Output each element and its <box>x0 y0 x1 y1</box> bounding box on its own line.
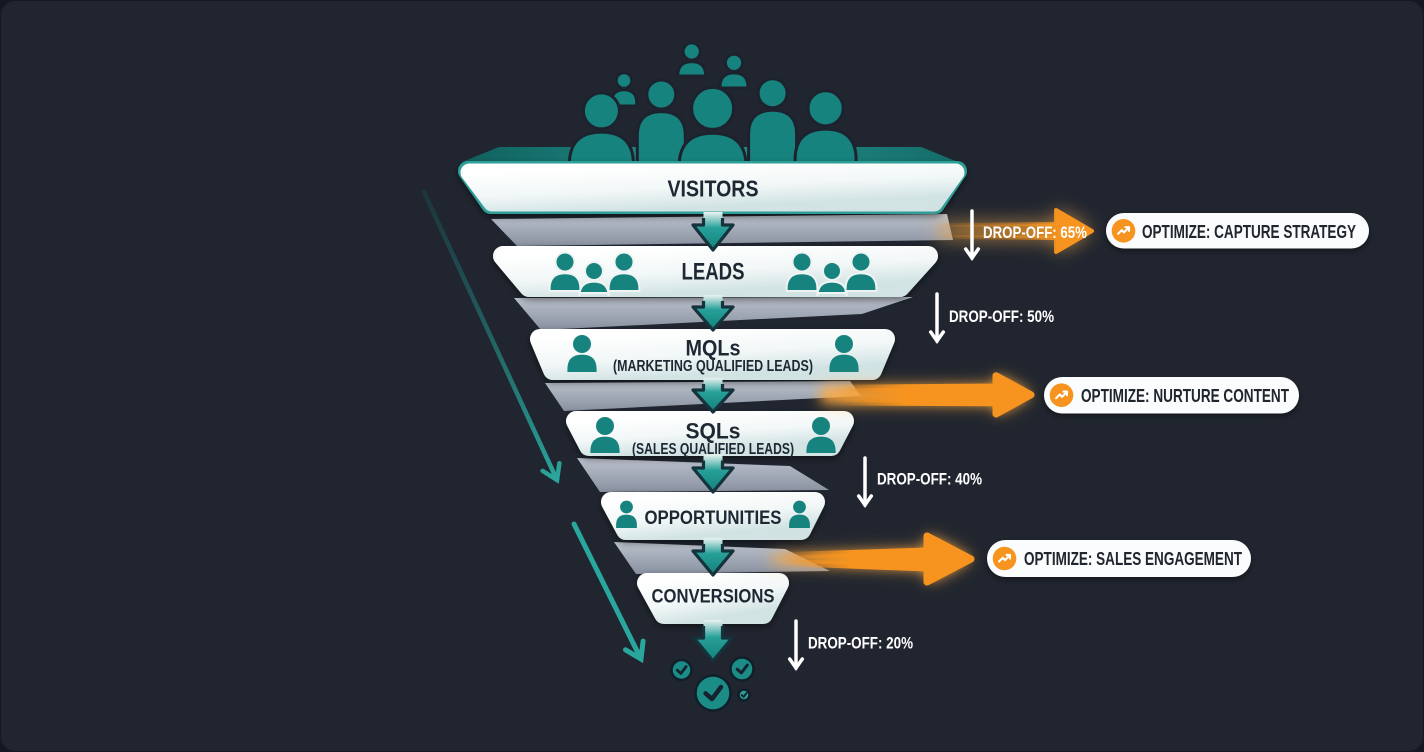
svg-text:(MARKETING QUALIFIED LEADS): (MARKETING QUALIFIED LEADS) <box>613 358 813 375</box>
svg-text:DROP-OFF: 65%: DROP-OFF: 65% <box>983 224 1087 242</box>
svg-text:OPTIMIZE: SALES ENGAGEMENT: OPTIMIZE: SALES ENGAGEMENT <box>1024 548 1243 569</box>
svg-text:OPTIMIZE: CAPTURE STRATEGY: OPTIMIZE: CAPTURE STRATEGY <box>1142 221 1356 242</box>
svg-text:CONVERSIONS: CONVERSIONS <box>652 587 775 608</box>
svg-text:DROP-OFF: 50%: DROP-OFF: 50% <box>949 308 1054 326</box>
svg-text:(SALES QUALIFIED LEADS): (SALES QUALIFIED LEADS) <box>632 441 794 458</box>
svg-text:VISITORS: VISITORS <box>668 176 759 202</box>
svg-text:DROP-OFF: 20%: DROP-OFF: 20% <box>808 635 913 653</box>
svg-text:DROP-OFF: 40%: DROP-OFF: 40% <box>877 471 982 489</box>
svg-text:SQLs: SQLs <box>686 419 741 444</box>
svg-text:OPPORTUNITIES: OPPORTUNITIES <box>645 507 782 529</box>
svg-text:LEADS: LEADS <box>682 259 745 286</box>
svg-text:OPTIMIZE: NURTURE CONTENT: OPTIMIZE: NURTURE CONTENT <box>1081 385 1290 406</box>
svg-text:MQLs: MQLs <box>686 336 741 361</box>
